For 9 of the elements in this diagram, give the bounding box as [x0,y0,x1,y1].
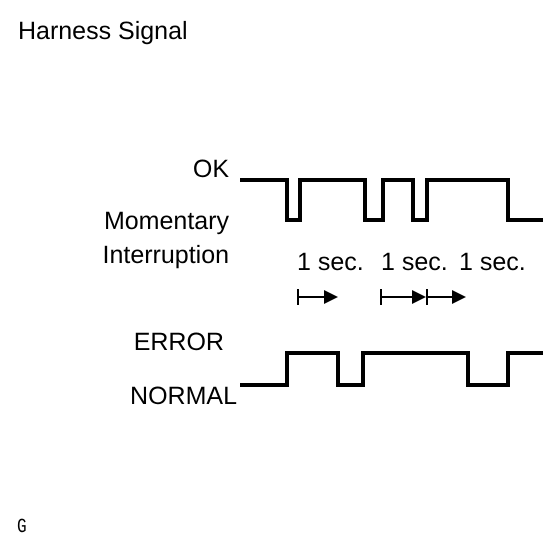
signal-state-label: NORMAL [130,381,237,411]
interval-label: 1 sec. [459,247,526,277]
signal-state-label: Momentary Interruption [102,206,229,271]
section-heading: Harness Signal [18,16,188,46]
interval-label: 1 sec. [381,247,448,277]
signal-state-label: OK [192,154,229,184]
interval-label: 1 sec. [297,247,364,277]
signal-state-label: ERROR [134,327,224,357]
figure-code: G [17,515,27,541]
